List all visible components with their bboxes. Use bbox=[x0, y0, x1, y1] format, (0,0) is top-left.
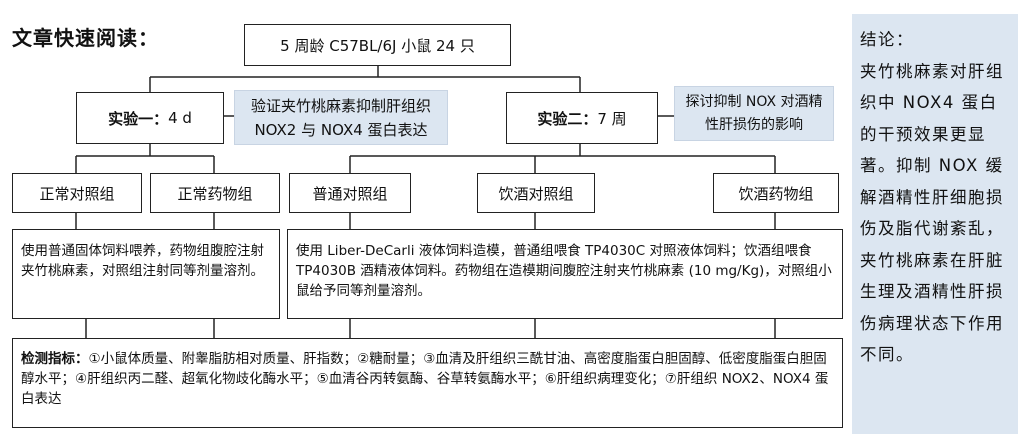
method-box-exp2: 使用 Liber-DeCarli 液体饲料造模，普通组喂食 TP4030C 对照… bbox=[287, 229, 843, 319]
experiment-two-box: 实验二： 7 周 bbox=[506, 92, 658, 144]
experiment-two-label: 实验二： bbox=[537, 109, 598, 128]
group-normal-control: 正常对照组 bbox=[12, 173, 142, 213]
group-normal-drug: 正常药物组 bbox=[150, 173, 280, 213]
group-alcohol-control: 饮酒对照组 bbox=[477, 173, 595, 213]
indicators-box: 检测指标：①小鼠体质量、附睾脂肪相对质量、肝指数；②糖耐量；③血清及肝组织三酰甘… bbox=[12, 338, 843, 428]
top-box: 5 周龄 C57BL/6J 小鼠 24 只 bbox=[244, 24, 511, 66]
group-alcohol-drug: 饮酒药物组 bbox=[713, 173, 839, 213]
experiment-one-duration: 4 d bbox=[168, 109, 192, 127]
indicators-text: ①小鼠体质量、附睾脂肪相对质量、肝指数；②糖耐量；③血清及肝组织三酰甘油、高密度… bbox=[21, 351, 829, 407]
experiment-one-label: 实验一： bbox=[108, 109, 169, 128]
indicators-label: 检测指标： bbox=[21, 351, 89, 367]
experiment-two-note: 探讨抑制 NOX 对酒精性肝损伤的影响 bbox=[674, 86, 834, 141]
group-regular-control: 普通对照组 bbox=[289, 173, 411, 213]
method-box-exp1: 使用普通固体饲料喂养，药物组腹腔注射夹竹桃麻素，对照组注射同等剂量溶剂。 bbox=[12, 229, 280, 319]
page-title: 文章快速阅读： bbox=[12, 26, 159, 50]
experiment-two-duration: 7 周 bbox=[597, 109, 627, 128]
conclusion-text: 夹竹桃麻素对肝组织中 NOX4 蛋白的干预效果更显著。抑制 NOX 缓解酒精性肝… bbox=[860, 61, 1004, 365]
experiment-one-note: 验证夹竹桃麻素抑制肝组织 NOX2 与 NOX4 蛋白表达 bbox=[234, 90, 448, 145]
conclusion-panel: 结论： 夹竹桃麻素对肝组织中 NOX4 蛋白的干预效果更显著。抑制 NOX 缓解… bbox=[852, 14, 1018, 434]
experiment-one-box: 实验一： 4 d bbox=[76, 92, 224, 144]
conclusion-label: 结论： bbox=[860, 30, 914, 49]
